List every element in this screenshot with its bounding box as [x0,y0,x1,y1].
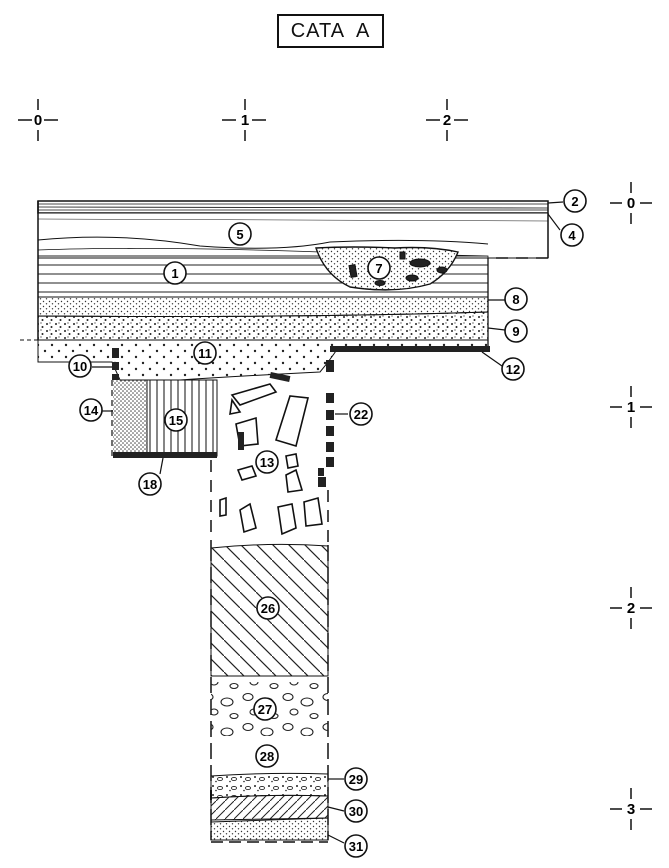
callout-label-12: 12 [506,362,520,377]
callout-label-30: 30 [349,804,363,819]
callout-31: 31 [344,834,368,858]
callout-label-2: 2 [571,194,578,209]
callout-label-31: 31 [349,839,363,854]
callout-label-22: 22 [354,407,368,422]
vertical-trench [210,360,334,843]
callout-7: 7 [367,256,391,280]
callout-1: 1 [163,261,187,285]
callout-18: 18 [138,472,162,496]
callout-15: 15 [164,408,188,432]
callout-label-9: 9 [512,324,519,339]
callout-label-8: 8 [512,292,519,307]
callout-label-15: 15 [169,413,183,428]
section-title: CATA A [277,14,384,48]
grid-label-right-3: 3 [627,801,635,818]
callout-8: 8 [504,287,528,311]
grid-label-top-1: 1 [241,112,249,129]
callout-label-14: 14 [84,403,99,418]
callout-4: 4 [560,223,584,247]
callout-13: 13 [255,450,279,474]
callout-label-10: 10 [73,359,87,374]
callout-12: 12 [501,357,525,381]
grid-label-right-2: 2 [627,600,635,617]
callout-22: 22 [349,402,373,426]
upper-section [20,200,549,381]
callout-14: 14 [79,398,103,422]
callout-26: 26 [256,596,280,620]
callout-5: 5 [228,222,252,246]
grid-label-right-0: 0 [627,195,635,212]
grid-label-top-2: 2 [443,112,451,129]
callout-label-29: 29 [349,772,363,787]
callout-28: 28 [255,744,279,768]
callout-label-18: 18 [143,477,157,492]
callout-2: 2 [563,189,587,213]
callout-label-5: 5 [236,227,243,242]
callout-label-13: 13 [260,455,274,470]
grid-label-top-0: 0 [34,112,42,129]
callout-label-1: 1 [171,266,178,281]
leader-lines [92,201,564,844]
callout-10: 10 [68,354,92,378]
grid-label-right-1: 1 [627,399,635,416]
callout-27: 27 [253,697,277,721]
left-pocket [111,348,218,458]
callout-label-27: 27 [258,702,272,717]
callout-29: 29 [344,767,368,791]
callout-9: 9 [504,319,528,343]
callout-label-26: 26 [261,601,275,616]
callout-label-4: 4 [568,228,576,243]
callout-label-11: 11 [198,346,212,361]
grid-markers [18,99,652,830]
callout-11: 11 [193,341,217,365]
rubble-stones [219,371,324,536]
callout-label-7: 7 [375,261,382,276]
callout-30: 30 [344,799,368,823]
callout-label-28: 28 [260,749,274,764]
